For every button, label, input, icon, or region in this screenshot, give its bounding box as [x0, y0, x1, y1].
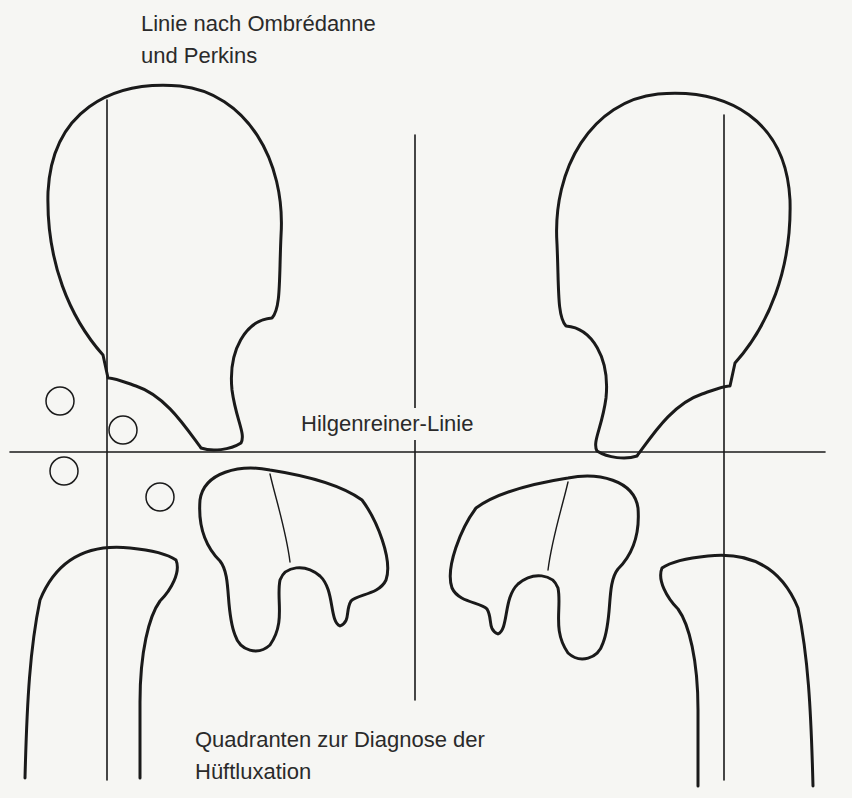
hilgenreiner-line: [10, 451, 825, 453]
triradiate-cartilage: [270, 474, 290, 562]
line-label: Linie nach Ombrédanne und Perkins: [138, 8, 406, 72]
perkins-line: [723, 115, 725, 780]
perkins-line: [106, 100, 108, 780]
caption: Quadranten zur Diagnose der Hüftluxation: [192, 724, 538, 788]
line-label: Hilgenreiner-Linie: [298, 408, 476, 440]
femoral-head-positions: [46, 387, 174, 511]
femur: [25, 547, 177, 778]
pubis-ischium: [200, 468, 388, 651]
ilium: [48, 85, 282, 450]
